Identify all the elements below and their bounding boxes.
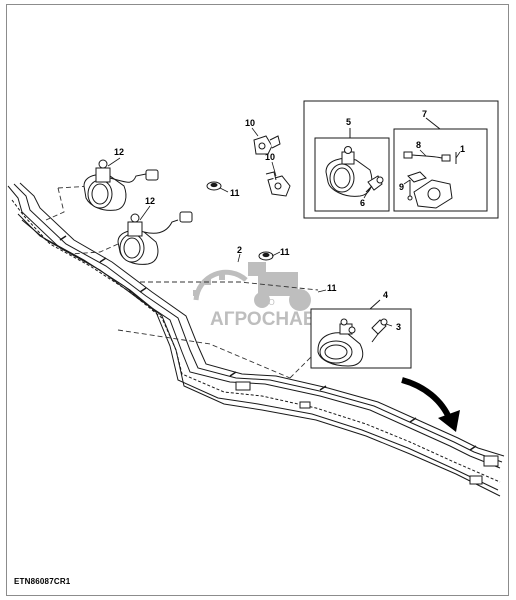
grommet-upper (206, 181, 222, 191)
callout-11-middle: 11 (280, 247, 290, 257)
socket-detail (407, 171, 453, 209)
callout-9: 9 (399, 182, 404, 192)
callout-1: 1 (460, 144, 465, 154)
watermark-tractor-icon (248, 262, 311, 311)
callout-5: 5 (346, 117, 351, 127)
bracket-lower (265, 171, 291, 197)
direction-arrow-icon (401, 377, 460, 432)
grommet-lower (258, 251, 274, 261)
watermark-name: АГРОСНАБ (210, 309, 317, 330)
callout-3: 3 (396, 322, 401, 332)
drawing-frame (6, 4, 509, 596)
callout-6: 6 (360, 198, 365, 208)
callout-7: 7 (422, 109, 427, 119)
watermark-logo: ООО АГРОСНАБ (193, 262, 317, 330)
bulb-detail (365, 175, 384, 193)
work-light-lower (117, 211, 193, 265)
callout-2: 2 (237, 245, 242, 255)
work-light-upper (83, 159, 159, 211)
callout-10-lower: 10 (265, 152, 275, 162)
callout-10-upper: 10 (245, 118, 255, 128)
callout-11-upper: 11 (230, 188, 240, 198)
lamp-housing-detail (325, 146, 373, 197)
callout-12-lower: 12 (145, 196, 155, 206)
callout-12-upper: 12 (114, 147, 124, 157)
callout-8: 8 (416, 140, 421, 150)
figure-code: ETN86087CR1 (14, 577, 71, 586)
lamp-assembly-detail (317, 318, 364, 367)
callout-leaders (107, 127, 461, 327)
wiring-harness (7, 182, 505, 497)
detail-box-right (303, 100, 499, 219)
watermark-prefix: ООО (256, 298, 275, 307)
bracket-upper (253, 135, 281, 155)
callout-11-lower: 11 (327, 283, 337, 293)
callout-4: 4 (383, 290, 388, 300)
bulb-detail-lower (371, 318, 388, 343)
